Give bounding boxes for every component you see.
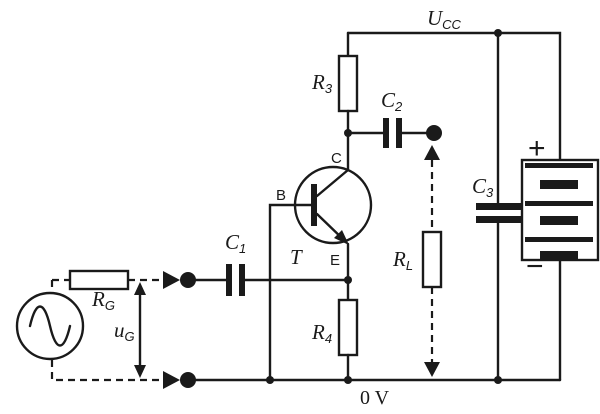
c3-top-junction (494, 29, 502, 37)
load-resistor-rl (421, 145, 443, 377)
output-terminal (426, 125, 442, 141)
label-c2: C2 (381, 88, 403, 114)
label-ug: uG (114, 318, 135, 344)
label-pin-b: B (276, 187, 286, 204)
resistor-r3 (337, 54, 359, 135)
label-transistor: T (290, 245, 303, 269)
sine-wave-icon (28, 305, 72, 347)
input-arrow-bottom (163, 371, 180, 389)
capacitor-c3 (476, 31, 521, 382)
capacitor-c2 (346, 118, 434, 148)
label-pin-c: C (331, 150, 342, 167)
input-terminal-bottom (180, 372, 196, 388)
signal-generator (15, 269, 163, 382)
label-rg: RG (91, 287, 115, 313)
supply-rail (346, 31, 562, 382)
input-arrow-top (163, 271, 180, 289)
c3-bottom-junction (494, 376, 502, 384)
input-terminal-top (180, 272, 196, 288)
label-ground: 0 V (360, 387, 390, 409)
r4-ground-junction (344, 376, 352, 384)
resistor-r4 (337, 278, 359, 382)
battery-icon (520, 158, 600, 262)
battery-plus-sign: + (528, 132, 546, 165)
label-r3: R3 (311, 70, 333, 96)
battery-minus-sign: − (526, 250, 544, 283)
label-rl: RL (392, 247, 413, 273)
label-c1: C1 (225, 230, 246, 256)
label-pin-e: E (330, 252, 340, 269)
transistor-t (268, 131, 373, 382)
capacitor-c1 (191, 264, 350, 296)
label-ucc: UCC (427, 6, 462, 32)
label-r4: R4 (311, 320, 332, 346)
label-c3: C3 (472, 174, 494, 200)
c1-junction (266, 376, 274, 384)
